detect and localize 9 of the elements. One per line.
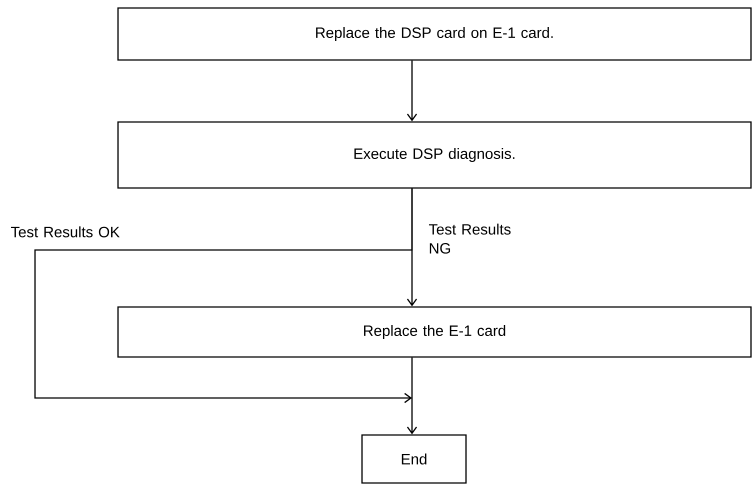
arrow <box>34 188 413 404</box>
edge-label: Test Results NG <box>428 224 511 254</box>
process-box: Execute DSP diagnosis. <box>117 121 752 189</box>
process-box: Replace the DSP card on E-1 card. <box>117 7 752 61</box>
edge-label: Test Results OK <box>11 226 120 238</box>
process-box: End <box>361 434 467 484</box>
arrow <box>406 60 418 122</box>
process-box: Replace the E-1 card <box>117 306 752 358</box>
arrow <box>406 358 418 434</box>
